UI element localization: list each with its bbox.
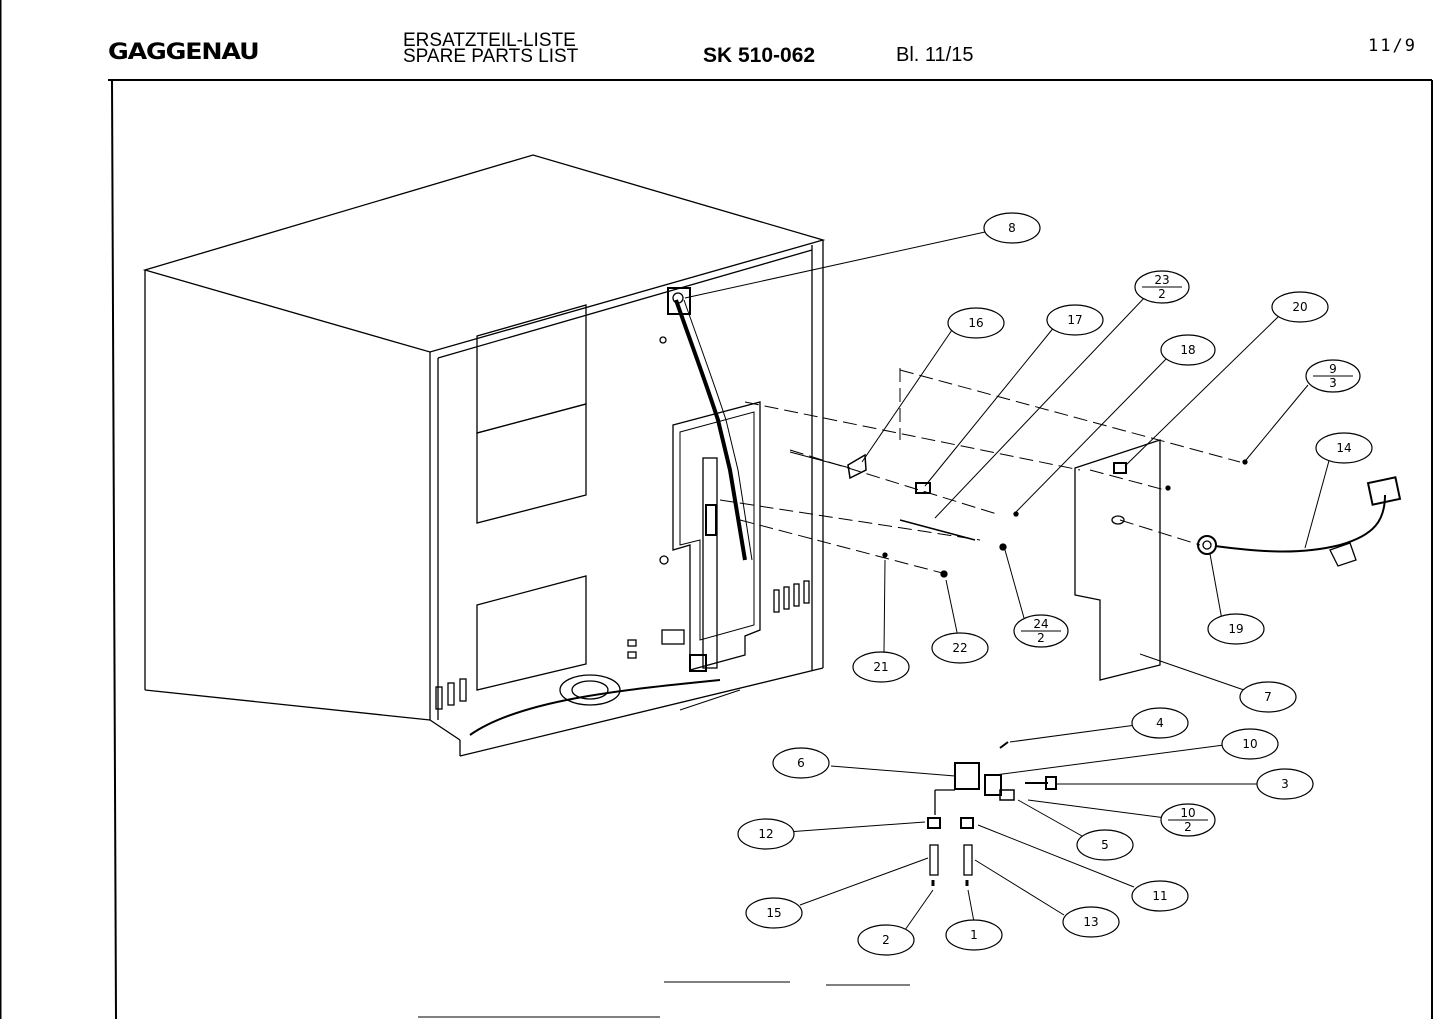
callout-label: 2 xyxy=(882,933,890,947)
callout-10 xyxy=(1221,728,1279,760)
callout-2 xyxy=(857,924,915,956)
callout-label: 8 xyxy=(1008,221,1016,235)
callout-21 xyxy=(852,651,910,683)
brand-logo: GAGGENAU xyxy=(108,40,260,65)
callout-label: 7 xyxy=(1264,690,1272,704)
frame-left xyxy=(111,79,117,1019)
callout-label: 23 xyxy=(1154,273,1169,287)
callout-label: 14 xyxy=(1336,441,1351,455)
callout-18 xyxy=(1160,334,1216,366)
callout-label: 1 xyxy=(970,928,978,942)
callout-label: 12 xyxy=(758,827,773,841)
callout-17 xyxy=(1046,304,1104,336)
callout-label: 9 xyxy=(1329,362,1337,376)
callout-13 xyxy=(1062,906,1120,938)
callout-label: 15 xyxy=(766,906,781,920)
callout-label: 20 xyxy=(1292,300,1307,314)
callout-label: 11 xyxy=(1152,889,1167,903)
callout-label: 10 xyxy=(1242,737,1257,751)
callout-label: 16 xyxy=(968,316,983,330)
callout-label: 3 xyxy=(1281,777,1289,791)
assembly-lines xyxy=(719,368,1241,576)
cover-panel xyxy=(1074,439,1161,681)
leader-lines xyxy=(684,231,1331,931)
sheet-number: Bl. 11/15 xyxy=(896,44,974,66)
callout-14 xyxy=(1315,432,1373,464)
callout-12 xyxy=(737,818,795,850)
callout-3 xyxy=(1256,768,1314,800)
callout-label: 24 xyxy=(1033,617,1048,631)
title-german: ERSATZTEIL-LISTE xyxy=(403,30,576,51)
callout-8 xyxy=(983,212,1041,244)
callout-11 xyxy=(1131,880,1189,912)
cabinet-body xyxy=(142,154,826,757)
callout-label: 2 xyxy=(1184,820,1192,834)
page-reference: 11/9 xyxy=(1368,36,1417,56)
callout-label: 3 xyxy=(1329,376,1337,390)
callout-19 xyxy=(1207,613,1265,645)
callout-4 xyxy=(1131,707,1189,739)
callout-7 xyxy=(1239,681,1297,713)
callout-16 xyxy=(947,307,1005,339)
title-english: SPARE PARTS LIST xyxy=(403,46,579,67)
callout-label: 6 xyxy=(797,756,805,770)
callout-label: 17 xyxy=(1067,313,1082,327)
model-number: SK 510-062 xyxy=(703,44,816,67)
callout-label: 2 xyxy=(1158,287,1166,301)
callout-label: 19 xyxy=(1228,622,1243,636)
callout-label: 22 xyxy=(952,641,967,655)
callout-5 xyxy=(1076,829,1134,861)
callout-label: 4 xyxy=(1156,716,1164,730)
callout-label: 18 xyxy=(1180,343,1195,357)
callout-label: 10 xyxy=(1180,806,1195,820)
callout-label: 13 xyxy=(1083,915,1098,929)
callout-22 xyxy=(931,632,989,664)
callout-1 xyxy=(945,919,1003,951)
callout-label: 21 xyxy=(873,660,888,674)
callout-20 xyxy=(1271,291,1329,323)
callout-15 xyxy=(745,897,803,929)
callout-6 xyxy=(772,747,830,779)
callout-label: 2 xyxy=(1037,631,1045,645)
callout-label: 5 xyxy=(1101,838,1109,852)
